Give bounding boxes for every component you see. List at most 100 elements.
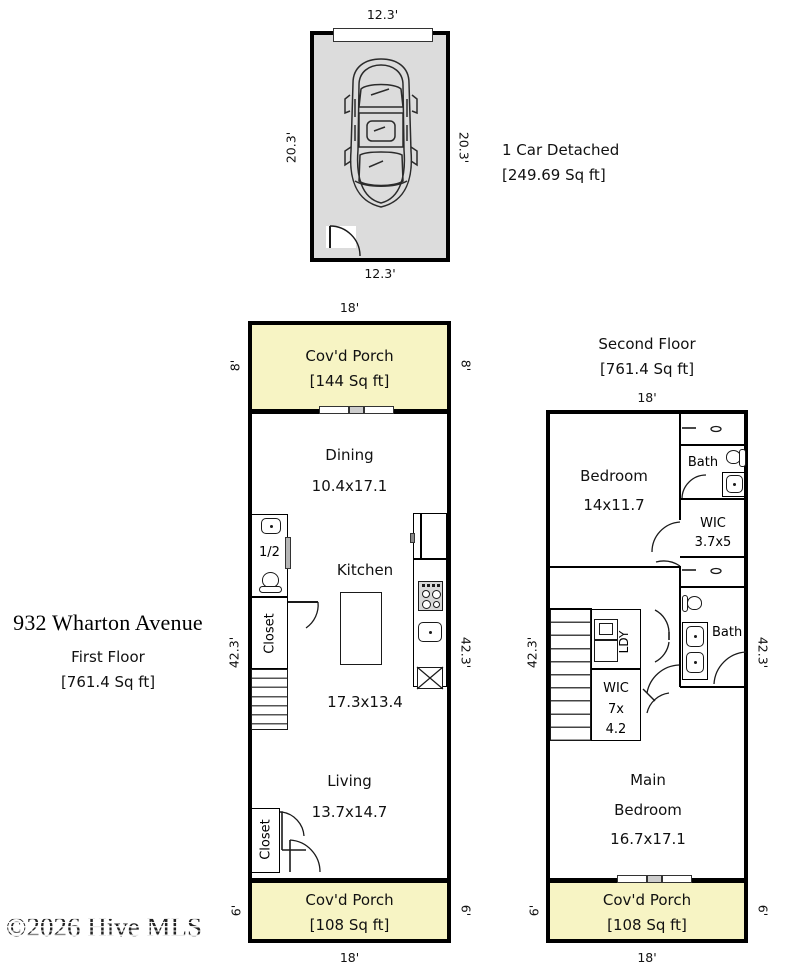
sf-dim-left-bottom: 6' xyxy=(526,904,542,917)
garage-plan: 12.3' xyxy=(0,0,786,290)
ff-dining-label: Dining xyxy=(325,446,374,464)
sf-bath-lower-door-icon xyxy=(710,650,748,686)
sf-dim-left-mid: 42.3' xyxy=(524,636,540,669)
second-floor-caption: Second Floor xyxy=(598,335,696,353)
sf-wic-upper-size: 3.7x5 xyxy=(694,535,732,550)
sf-ldy-label: LDY xyxy=(617,630,631,654)
sf-wic-lower-size2: 4.2 xyxy=(605,722,627,737)
ff-kitchen-window-icon xyxy=(410,533,415,543)
ff-porch-bottom-area: [108 Sq ft] xyxy=(309,916,390,934)
sf-washer-inner-icon xyxy=(599,623,613,635)
ff-entry-sidelight-icon xyxy=(364,406,394,414)
sf-covd-porch xyxy=(550,883,744,939)
ff-porch-top-label: Cov'd Porch xyxy=(305,347,394,365)
ff-half-bath-sink-icon xyxy=(261,518,281,534)
ff-entry-door-panel-icon xyxy=(349,406,364,414)
garage-dim-bottom: 12.3' xyxy=(364,266,396,281)
sf-porch-label: Cov'd Porch xyxy=(602,891,692,909)
first-floor-area: [761.4 Sq ft] xyxy=(60,673,156,691)
sf-balcony-door-panel-icon xyxy=(647,875,662,883)
sf-tub-lower-icon xyxy=(682,559,744,585)
ff-kitchen-label: Kitchen xyxy=(336,561,394,579)
ff-dim-top: 18' xyxy=(339,300,360,315)
garage-title: 1 Car Detached xyxy=(502,141,620,159)
ff-half-bath-tank-icon xyxy=(259,586,282,593)
sf-bath-lower-vanity-outline xyxy=(682,622,708,680)
ff-dining-size: 10.4x17.1 xyxy=(311,477,388,495)
ff-closet-upper-outline xyxy=(251,597,288,669)
ff-entry-door-icon xyxy=(319,406,349,414)
sf-divider-vertical-upper xyxy=(679,414,681,566)
ff-covd-porch-bottom xyxy=(252,883,447,939)
ff-half-bath-label: 1/2 xyxy=(259,545,280,560)
ff-living-size: 13.7x14.7 xyxy=(311,803,388,821)
second-floor-area: [761.4 Sq ft] xyxy=(599,360,695,378)
sf-divider-wic-tub2 xyxy=(680,556,745,558)
sf-dim-top: 18' xyxy=(637,390,657,405)
sf-main-bedroom-label2: Bedroom xyxy=(614,801,682,819)
sf-stairs-icon xyxy=(550,609,591,741)
sf-divider-bath-wic xyxy=(680,498,745,500)
ff-kitchen-island-icon xyxy=(340,592,382,665)
copyright-watermark: ©2026 Hive MLS xyxy=(6,912,203,942)
sf-wic-upper-label: WIC xyxy=(700,516,726,531)
ff-closet-lower-outline xyxy=(251,808,280,873)
sf-divider-tub2-bath2 xyxy=(680,586,745,588)
garage-door-icon xyxy=(333,28,433,42)
sf-dim-right-bottom: 6' xyxy=(755,904,771,917)
sf-dim-right-mid: 42.3' xyxy=(755,636,771,669)
sf-wic-lower-size1: 7x xyxy=(608,702,624,717)
sf-balcony-sidelight-icon xyxy=(662,875,692,883)
ff-porch-top-area: [144 Sq ft] xyxy=(309,372,390,390)
sf-bath-upper-door-icon xyxy=(680,473,708,503)
sf-tub-bottom-line xyxy=(680,444,745,446)
ff-closet-upper-door-icon xyxy=(288,600,330,642)
ff-living-label: Living xyxy=(327,772,372,790)
garage-area: [249.69 Sq ft] xyxy=(502,166,606,184)
car-icon xyxy=(333,55,429,215)
sf-divider-bath2-bottom xyxy=(680,686,745,688)
ff-kitchen-size: 17.3x13.4 xyxy=(327,693,403,711)
ff-kitchen-pantry-divider xyxy=(420,513,422,559)
sf-bath-lower-label: Bath xyxy=(712,625,743,640)
door-swing-icon xyxy=(326,225,364,262)
ff-porch-bottom-label: Cov'd Porch xyxy=(305,891,394,909)
ff-front-door-icon xyxy=(289,838,336,882)
ff-stairs-icon xyxy=(251,669,288,730)
sf-bath-lower-tank-icon xyxy=(682,595,688,612)
sf-ldy-door-icon xyxy=(641,609,673,666)
sf-tub-icon xyxy=(682,416,744,443)
sf-bath-upper-label: Bath xyxy=(687,455,719,470)
ff-closet-lower-door-icon xyxy=(280,810,320,874)
sf-balcony-door-icon xyxy=(617,875,647,883)
ff-dim-bottom: 18' xyxy=(339,950,360,965)
sf-dim-bottom: 18' xyxy=(637,950,657,965)
ff-half-bath-door-icon xyxy=(285,537,291,569)
first-floor-caption: First Floor xyxy=(71,648,145,666)
sf-bath-lower-toilet-icon xyxy=(687,596,702,610)
ff-dishwasher-icon xyxy=(416,666,444,690)
sf-dryer-icon xyxy=(594,640,618,662)
sf-bedroom-size: 14x11.7 xyxy=(583,496,645,514)
ff-porch-bottom-wall xyxy=(248,878,451,883)
sf-divider-vertical-lower xyxy=(679,566,681,687)
sf-main-bedroom-label1: Main xyxy=(630,771,666,789)
sf-bath-lower-sink1-icon xyxy=(686,626,704,647)
sf-porch-area: [108 Sq ft] xyxy=(607,916,687,934)
sf-bedroom-label: Bedroom xyxy=(580,467,648,485)
sf-wic-lower-door-icon xyxy=(641,664,681,729)
sf-bath-upper-tank-icon xyxy=(739,449,746,467)
sf-bath-upper-sink-icon xyxy=(726,475,743,493)
sf-wic-lower-label: WIC xyxy=(603,681,629,696)
ff-range-icon xyxy=(418,581,443,611)
sf-hall-line xyxy=(550,608,592,610)
sf-bath-lower-sink2-icon xyxy=(686,652,704,673)
sf-divider-horizontal-bedroom xyxy=(550,566,681,568)
garage-dim-top: 12.3' xyxy=(366,7,399,22)
ff-covd-porch-top xyxy=(252,325,447,409)
sf-bath-upper-vanity-outline xyxy=(722,472,747,497)
page-title: 932 Wharton Avenue xyxy=(13,610,203,635)
sf-ldy-outline xyxy=(591,609,641,669)
